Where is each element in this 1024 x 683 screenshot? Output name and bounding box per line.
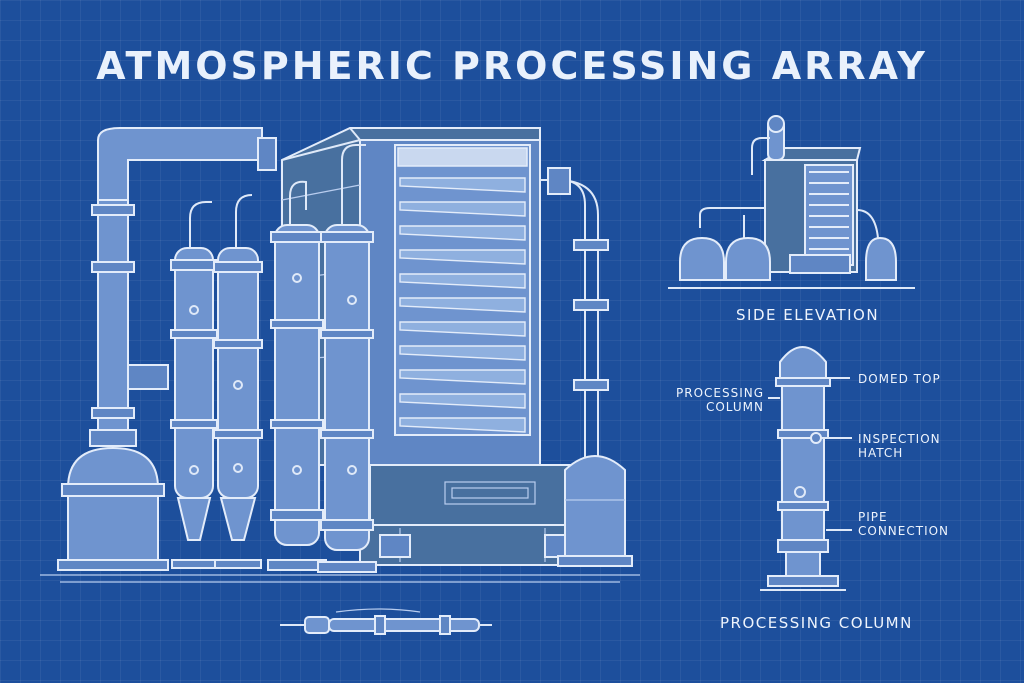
louver-slat xyxy=(399,249,526,265)
processing-column-caption: PROCESSING COLUMN xyxy=(720,614,913,632)
callout-inspection-hatch: INSPECTION HATCH xyxy=(858,432,941,460)
louver-slat xyxy=(399,321,526,337)
louver-slat xyxy=(399,393,526,409)
column-2 xyxy=(213,194,263,569)
main-array-illustration xyxy=(40,127,640,635)
side-elevation-caption: SIDE ELEVATION xyxy=(736,306,880,324)
louver-slat xyxy=(399,273,526,289)
callout-domed-top: DOMED TOP xyxy=(858,372,941,386)
ground-line xyxy=(40,574,640,583)
base-plinth xyxy=(359,464,586,566)
callout-pipe-connection: PIPE CONNECTION xyxy=(858,510,950,538)
louver-slat xyxy=(399,345,526,361)
louver-panel xyxy=(394,144,531,436)
louver-slats xyxy=(399,177,526,433)
callout-processing-column: PROCESSING COLUMN xyxy=(676,386,765,414)
louver-slat xyxy=(399,297,526,313)
column-4 xyxy=(317,144,377,573)
louver-slat xyxy=(399,417,526,433)
column-3 xyxy=(267,180,327,571)
diagram-title: ATMOSPHERIC PROCESSING ARRAY xyxy=(96,44,928,88)
left-tank xyxy=(57,127,277,571)
loose-pipe xyxy=(280,608,492,635)
louver-slat xyxy=(399,201,526,217)
louver-slat xyxy=(399,225,526,241)
column-detail-drawing xyxy=(760,346,852,591)
louver-slat xyxy=(399,369,526,385)
louver-slat xyxy=(399,177,526,193)
right-tank xyxy=(540,167,633,567)
side-elevation-drawing xyxy=(668,115,915,289)
column-1 xyxy=(170,201,218,569)
